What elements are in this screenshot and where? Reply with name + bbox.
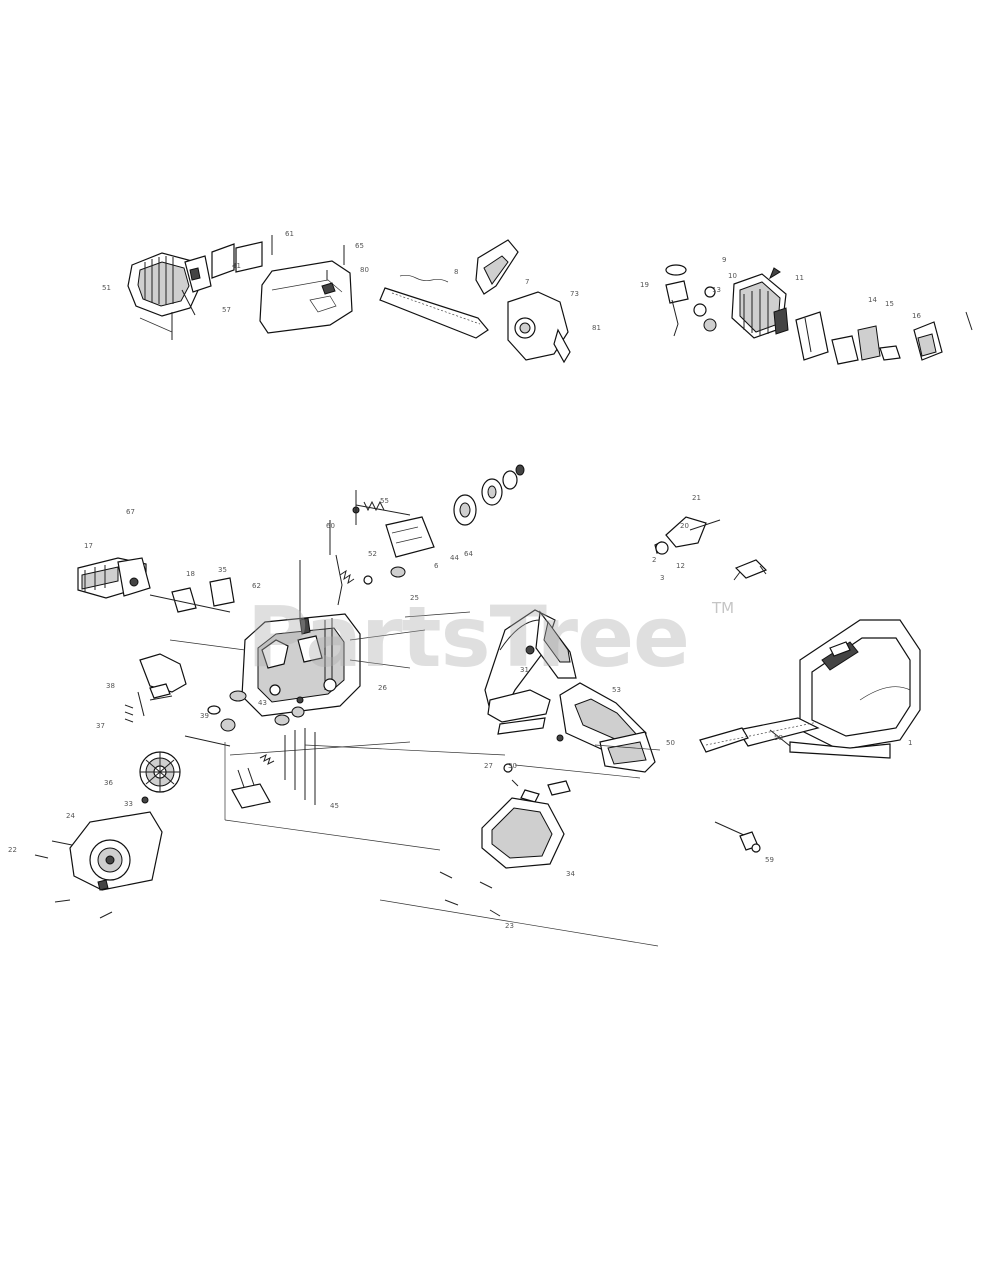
callout-44: 44 <box>450 554 459 562</box>
callout-51: 51 <box>102 284 111 292</box>
callout-18: 18 <box>186 570 195 578</box>
callout-33: 33 <box>124 800 133 808</box>
callout-12: 12 <box>676 562 685 570</box>
bar-plate <box>385 516 435 558</box>
callout-3: 3 <box>660 574 664 582</box>
callout-23: 23 <box>505 922 514 930</box>
callout-19: 19 <box>640 281 649 289</box>
clutch-cover <box>556 682 656 773</box>
top-cover <box>259 235 353 334</box>
bar-stud-and-spring <box>352 490 411 525</box>
callout-62: 62 <box>252 582 261 590</box>
callout-57: 57 <box>222 306 231 314</box>
callout-6: 6 <box>434 562 439 570</box>
callout-41: 41 <box>232 262 241 270</box>
crankcase-bolts <box>231 728 316 809</box>
callout-20: 20 <box>680 522 689 530</box>
clutch-sprocket-stack <box>453 464 525 526</box>
callout-16: 16 <box>912 312 921 320</box>
starter-housing <box>34 811 163 919</box>
callout-2: 2 <box>652 556 656 564</box>
complete-chainsaw-illustration <box>699 619 921 759</box>
callout-81: 81 <box>592 324 601 332</box>
callout-17: 17 <box>84 542 93 550</box>
callout-8: 8 <box>454 268 458 276</box>
callout-80: 80 <box>360 266 369 274</box>
callout-37: 37 <box>96 722 105 730</box>
crankcase-body <box>241 560 361 717</box>
callout-30: 30 <box>508 762 517 770</box>
callout-59: 59 <box>765 856 774 864</box>
callout-31: 31 <box>520 666 529 674</box>
callout-10: 10 <box>728 272 737 280</box>
callout-11: 11 <box>795 274 804 282</box>
engine-cylinder-assembly <box>127 252 212 317</box>
callout-61: 61 <box>285 230 294 238</box>
callout-39: 39 <box>200 712 209 720</box>
callout-1: 1 <box>908 739 912 747</box>
fuel-line-parts <box>124 653 305 732</box>
rear-handle-air-box <box>77 557 235 613</box>
callout-36: 36 <box>104 779 113 787</box>
chain-brake-assembly <box>484 609 577 711</box>
callout-7: 7 <box>525 278 529 286</box>
brake-hardware <box>503 763 571 803</box>
callout-34: 34 <box>566 870 575 878</box>
gasket-and-filter <box>211 241 263 279</box>
flywheel <box>139 751 181 804</box>
front-handle-brake <box>475 239 571 364</box>
callout-9: 9 <box>722 256 726 264</box>
callout-35: 35 <box>218 566 227 574</box>
callout-58: 58 <box>774 734 783 742</box>
scrench-tool <box>714 821 761 853</box>
callout-50: 50 <box>666 739 675 747</box>
carburetor-cluster <box>654 264 973 581</box>
callout-26: 26 <box>378 684 387 692</box>
callout-64: 64 <box>464 550 473 558</box>
guide-bar-and-chain <box>379 274 489 339</box>
callout-55: 55 <box>380 497 389 505</box>
callout-24: 24 <box>66 812 75 820</box>
callout-22: 22 <box>8 846 17 854</box>
callout-labels: 61 65 80 8 7 73 81 55 51 41 67 57 17 18 … <box>8 230 921 930</box>
callout-53: 53 <box>612 686 621 694</box>
callout-38: 38 <box>106 682 115 690</box>
callout-60: 60 <box>326 522 335 530</box>
sprocket-cover <box>439 797 565 917</box>
callout-21: 21 <box>692 494 701 502</box>
callout-52: 52 <box>368 550 377 558</box>
oil-pump-parts <box>329 520 406 606</box>
chain-brake-lever <box>487 689 551 735</box>
callout-13: 13 <box>712 286 721 294</box>
callout-25: 25 <box>410 594 419 602</box>
callout-65: 65 <box>355 242 364 250</box>
callout-45: 45 <box>330 802 339 810</box>
callout-67: 67 <box>126 508 135 516</box>
callout-14: 14 <box>868 296 877 304</box>
callout-43: 43 <box>258 699 267 707</box>
callout-27: 27 <box>484 762 493 770</box>
callout-73: 73 <box>570 290 579 298</box>
callout-15: 15 <box>885 300 894 308</box>
